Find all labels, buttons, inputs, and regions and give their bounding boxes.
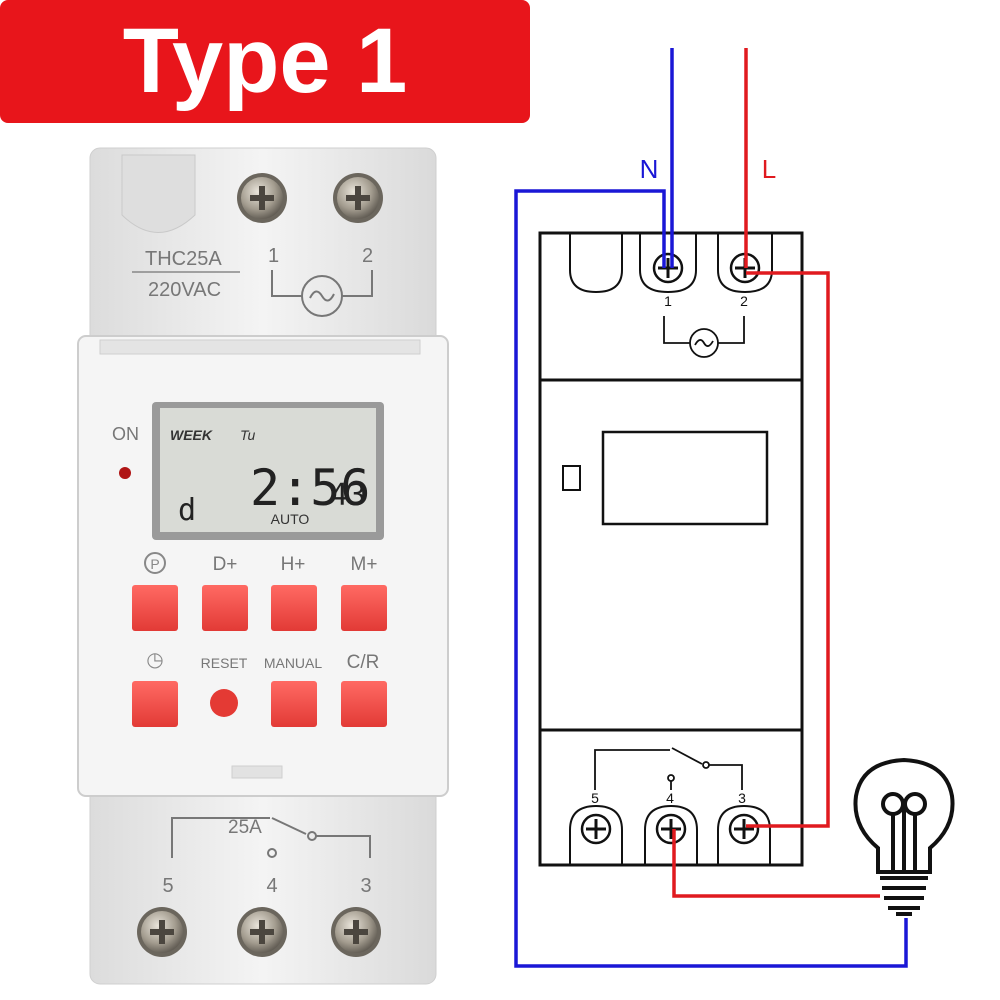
bottom-terminal-4-label: 4 (266, 875, 277, 897)
diagram-terminal-2-label: 2 (740, 293, 748, 309)
diagram-mounting-slot (569, 233, 623, 294)
screw-terminal-icon (137, 907, 187, 957)
lcd-week: WEEK (170, 427, 213, 443)
banner-title: Type 1 (123, 10, 408, 112)
diagram-terminal-3-icon (728, 813, 760, 845)
diagram-display (601, 430, 769, 526)
minute-plus-button[interactable] (341, 585, 387, 631)
minute-plus-label: M+ (351, 554, 378, 575)
diagram-ac-supply-symbol (663, 316, 745, 358)
clock-icon: ◷ (146, 647, 163, 671)
relay-switch-symbol (171, 817, 371, 858)
lcd-screen (160, 408, 376, 532)
reset-label: RESET (201, 655, 248, 671)
screw-terminal-icon (333, 173, 383, 223)
diagram-body (538, 231, 804, 867)
screw-terminal-icon (237, 173, 287, 223)
cover-latch (231, 765, 283, 779)
banner-background (0, 0, 530, 123)
hour-plus-label: H+ (281, 554, 306, 575)
clock-button[interactable] (132, 681, 178, 727)
diagram-terminal-5-icon (580, 813, 612, 845)
diagram-terminal-3-label: 3 (738, 790, 746, 806)
program-icon: P (144, 552, 166, 574)
diagram-terminal-housing-5 (569, 804, 623, 865)
live-label: L (762, 154, 776, 184)
cover-hinge (99, 339, 421, 355)
diagram-terminal-housing-2 (717, 233, 773, 294)
type-banner: Type 1 (0, 0, 530, 123)
lcd-seconds: 43 (330, 478, 366, 513)
neutral-label: N (640, 154, 659, 184)
on-indicator-label: ON (112, 424, 139, 444)
diagram-terminal-housing-3 (717, 804, 771, 865)
manual-button[interactable] (271, 681, 317, 727)
lcd-time: 2:56 (250, 459, 370, 517)
hour-plus-button[interactable] (271, 585, 317, 631)
neutral-wire (514, 48, 908, 968)
lcd-mode: AUTO (271, 511, 310, 527)
diagram-terminal-4-icon (655, 813, 687, 845)
diagram-terminal-housing-4 (644, 804, 698, 865)
day-plus-button[interactable] (202, 585, 248, 631)
top-terminal-1-label: 1 (268, 245, 279, 267)
relay-rating: 25A (228, 817, 262, 838)
diagram-terminal-1-label: 1 (664, 293, 672, 309)
program-button[interactable] (132, 585, 178, 631)
live-wire (672, 48, 880, 898)
diagram-led (562, 465, 581, 491)
diagram-terminal-4-label: 4 (666, 790, 674, 806)
bottom-terminal-5-label: 5 (162, 875, 173, 897)
voltage-label: 220VAC (148, 279, 221, 301)
cancel-recall-button[interactable] (341, 681, 387, 727)
screw-terminal-icon (237, 907, 287, 957)
program-button-label: P (150, 556, 159, 572)
timer-device: THC25A 220VAC 1 2 WEEK Tu 2:56 43 d AUTO… (77, 147, 449, 985)
reset-button[interactable] (210, 689, 238, 717)
top-terminal-2-label: 2 (362, 245, 373, 267)
diagram-relay-switch-symbol (594, 747, 743, 790)
diagram-terminal-housing-1 (639, 233, 697, 294)
diagram-terminal-5-label: 5 (591, 790, 599, 806)
lcd-day: Tu (240, 427, 256, 443)
mounting-slot (121, 154, 196, 233)
cancel-recall-label: C/R (347, 652, 380, 673)
model-label: THC25A (145, 248, 222, 270)
ac-supply-symbol (271, 270, 373, 317)
bottom-terminal-3-label: 3 (360, 875, 371, 897)
screw-terminal-icon (331, 907, 381, 957)
wiring-diagram: 1 2 5 4 3 (514, 48, 955, 968)
day-plus-label: D+ (213, 554, 238, 575)
manual-label: MANUAL (264, 655, 323, 671)
diagram-terminal-1-icon (652, 252, 684, 284)
power-led (119, 467, 131, 479)
lcd-day-digit: d (178, 493, 196, 528)
lightbulb-icon (853, 757, 955, 916)
